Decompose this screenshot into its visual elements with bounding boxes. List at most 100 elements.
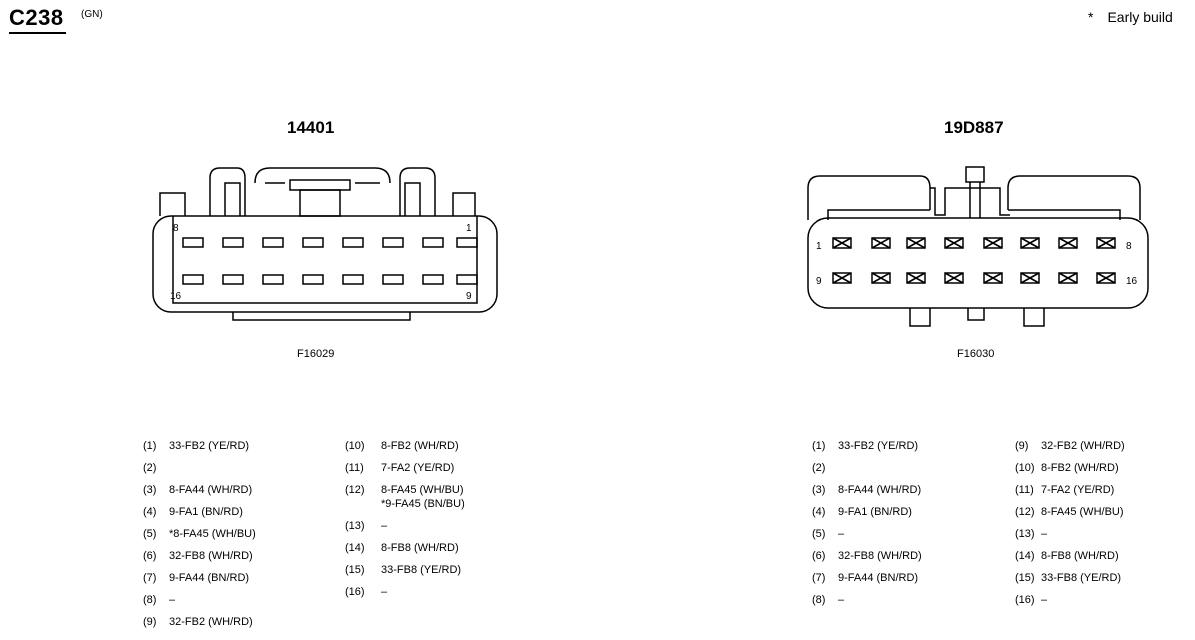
- pin-list-row: (3)8-FA44 (WH/RD): [812, 479, 922, 501]
- pin-circuit: –: [838, 528, 845, 540]
- pin-cavity: [1058, 272, 1078, 284]
- right-pin-label-top-left: 1: [816, 241, 822, 252]
- pin-cavity: [983, 237, 1003, 249]
- pin-number: (4): [143, 506, 157, 518]
- pin-list-row: (10)8-FB2 (WH/RD): [345, 435, 465, 457]
- pin-cavity: [382, 237, 404, 248]
- pin-list-subrow: x*9-FA45 (BN/BU): [345, 498, 465, 515]
- pin-number: (12): [1015, 506, 1035, 518]
- pin-number: (12): [345, 484, 365, 496]
- pin-circuit: 9-FA1 (BN/RD): [838, 506, 912, 518]
- pin-cavity: [1020, 272, 1040, 284]
- pin-number: (16): [345, 586, 365, 598]
- pin-list-row: (16) –: [345, 581, 465, 603]
- pin-cavity: [456, 237, 478, 248]
- pin-list-row: (8)–: [812, 589, 922, 611]
- pin-number: (2): [812, 462, 826, 474]
- pin-cavity: [1020, 237, 1040, 249]
- pin-circuit: 33-FB2 (YE/RD): [169, 440, 250, 452]
- pin-number: (1): [143, 440, 157, 452]
- pin-circuit: 9-FA44 (BN/RD): [169, 572, 250, 584]
- pin-list-row: (11)7-FA2 (YE/RD): [345, 457, 465, 479]
- pin-cavity: [342, 274, 364, 285]
- pin-list-row: (15)33-FB8 (YE/RD): [1015, 567, 1125, 589]
- pin-circuit: 32-FB2 (WH/RD): [169, 616, 253, 628]
- pin-list-row: (13)–: [1015, 523, 1125, 545]
- pin-list-row: (10)8-FB2 (WH/RD): [1015, 457, 1125, 479]
- pin-number: (10): [345, 440, 365, 452]
- pin-circuit: *8-FA45 (WH/BU): [169, 528, 256, 540]
- right-connector-diagram: [800, 160, 1150, 337]
- pin-cavity: [302, 274, 324, 285]
- pin-list-row: (2): [143, 457, 256, 479]
- right-pin-list-col1: (1)33-FB2 (YE/RD)(2)(3)8-FA44 (WH/RD)(4)…: [812, 435, 922, 611]
- left-pin-list-col2: (10)8-FB2 (WH/RD)(11)7-FA2 (YE/RD) (12) 8-…: [345, 435, 465, 603]
- pin-cavity: [983, 272, 1003, 284]
- pin-cavity: [832, 237, 852, 249]
- pin-number: (2): [143, 462, 157, 474]
- pin-number: (7): [143, 572, 157, 584]
- pin-list-row: (4) 9-FA1 (BN/RD): [812, 501, 922, 523]
- left-pin-label-top-left: 8: [173, 223, 179, 234]
- pin-cavity: [182, 274, 204, 285]
- right-pin-label-top-right: 8: [1126, 241, 1132, 252]
- pin-number: (9): [143, 616, 157, 628]
- pin-list-row: (8)–: [143, 589, 256, 611]
- pin-list-row: (16)–: [1015, 589, 1125, 611]
- pin-list-row: (13)–: [345, 515, 465, 537]
- pin-cavity: [1096, 237, 1116, 249]
- pin-circuit: 8-FA45 (WH/BU): [381, 484, 464, 496]
- pin-circuit: 8-FA45 (WH/BU): [1041, 506, 1124, 518]
- pin-number: (4): [812, 506, 826, 518]
- pin-circuit: –: [1041, 594, 1048, 606]
- pin-cavity: [342, 237, 364, 248]
- left-pin-label-bottom-right: 9: [466, 291, 472, 302]
- pin-number: (14): [1015, 550, 1035, 562]
- right-part-number: 19D887: [944, 118, 1004, 137]
- pin-circuit: 8-FA44 (WH/RD): [169, 484, 253, 496]
- pin-list-row: (7)9-FA44 (BN/RD): [812, 567, 922, 589]
- pin-number: (14): [345, 542, 365, 554]
- pin-circuit: –: [381, 586, 388, 598]
- connector-id: C238: [9, 4, 66, 34]
- left-figure-code: F16029: [297, 348, 335, 360]
- early-build-note: * Early build: [1088, 9, 1173, 25]
- left-pin-label-bottom-left: 16: [170, 291, 182, 302]
- pin-number: (8): [812, 594, 826, 606]
- pin-list-row: (1) 33-FB2 (YE/RD): [143, 435, 256, 457]
- pin-list-row: (6)32-FB8 (WH/RD): [143, 545, 256, 567]
- pin-cavity: [832, 272, 852, 284]
- pin-cavity: [222, 274, 244, 285]
- right-pin-cavities: [800, 160, 1150, 337]
- pin-list-row: (15)33-FB8 (YE/RD): [345, 559, 465, 581]
- left-pin-cavities: [145, 158, 505, 333]
- pin-list-row: (5)–: [812, 523, 922, 545]
- pin-list-row: (5) *8-FA45 (WH/BU): [143, 523, 256, 545]
- pin-list-row: (9)32-FB2 (WH/RD): [1015, 435, 1125, 457]
- connector-color-code: (GN): [81, 9, 103, 20]
- pin-number: (11): [1015, 484, 1034, 496]
- pin-number: (5): [143, 528, 157, 540]
- left-pin-list-col1: (1)33-FB2 (YE/RD)(2)(3)8-FA44 (WH/RD)(4)…: [143, 435, 256, 633]
- pin-circuit: –: [838, 594, 845, 606]
- pin-cavity: [1096, 272, 1116, 284]
- pin-circuit: 33-FB8 (YE/RD): [1041, 572, 1122, 584]
- pin-circuit: 8-FB8 (WH/RD): [1041, 550, 1119, 562]
- pin-list-row: (1)33-FB2 (YE/RD): [812, 435, 922, 457]
- note-text: Early build: [1107, 9, 1173, 25]
- pin-cavity: [262, 237, 284, 248]
- pin-cavity: [456, 274, 478, 285]
- right-pin-list-col2: (9)32-FB2 (WH/RD)(10)8-FB2 (WH/RD)(11)7-…: [1015, 435, 1125, 611]
- pin-list-row: (12) 8-FA45 (WH/BU): [345, 479, 465, 501]
- pin-number: (16): [1015, 594, 1035, 606]
- pin-circuit: 32-FB2 (WH/RD): [1041, 440, 1125, 452]
- pin-number: (5): [812, 528, 826, 540]
- pin-cavity: [944, 272, 964, 284]
- pin-cavity: [1058, 237, 1078, 249]
- pin-circuit: 8-FB2 (WH/RD): [1041, 462, 1119, 474]
- note-star: *: [1088, 9, 1094, 25]
- pin-number: (8): [143, 594, 157, 606]
- right-pin-label-bottom-right: 16: [1126, 276, 1138, 287]
- pin-circuit: –: [1041, 528, 1048, 540]
- pin-list-row: (11)7-FA2 (YE/RD): [1015, 479, 1125, 501]
